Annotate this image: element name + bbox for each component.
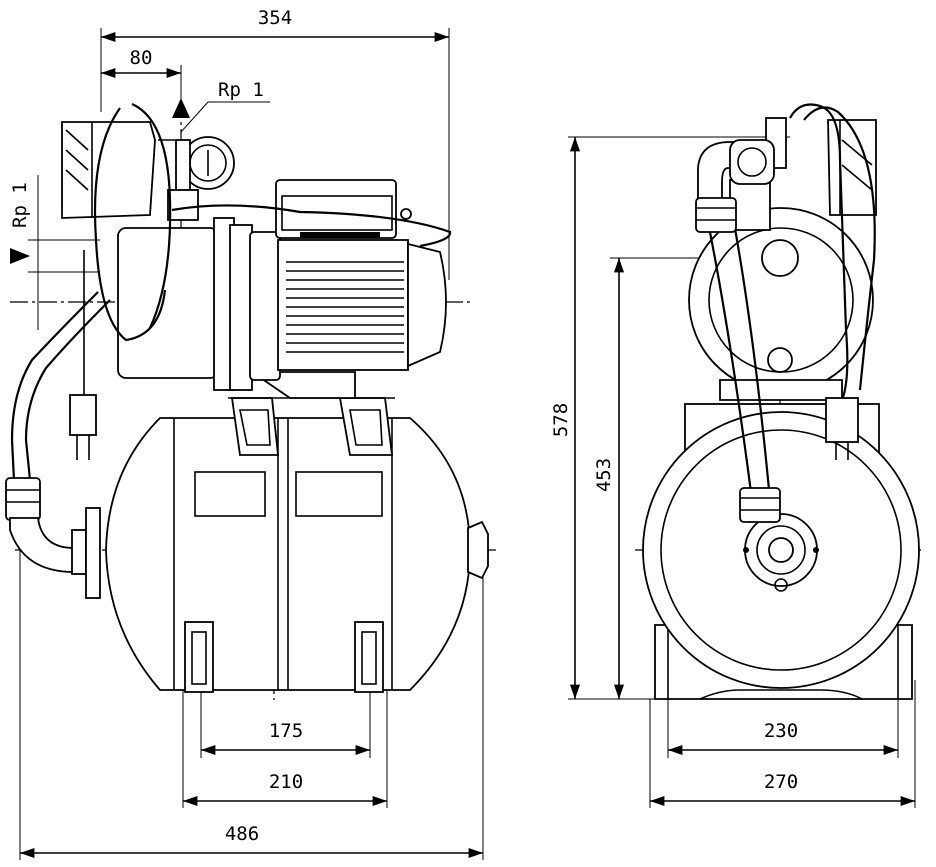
label-foot-spacing-inner: 175 (269, 720, 303, 742)
label-inlet-thread: Rp 1 (9, 182, 31, 228)
motor (249, 179, 447, 381)
label-base-width-inner: 230 (764, 720, 798, 742)
label-base-width-outer: 270 (764, 771, 798, 793)
side-view: 354 80 Rp 1 Rp 1 175 210 486 (5, 7, 496, 860)
power-plug-front (825, 397, 859, 460)
front-hose (695, 103, 876, 523)
label-overall-width-top: 354 (258, 7, 292, 29)
label-overall-height: 578 (550, 403, 572, 437)
label-suction-offset: 80 (130, 47, 153, 69)
pressure-switch (61, 121, 175, 219)
outlet-arrow-icon (172, 98, 190, 118)
tank-feet (184, 621, 384, 693)
side-hose (5, 102, 172, 599)
label-outlet-height: 453 (593, 458, 615, 492)
pump-housing (117, 217, 356, 399)
front-view: 578 453 230 270 (550, 103, 925, 808)
label-foot-spacing-outer: 210 (269, 771, 303, 793)
pressure-switch-front (765, 117, 877, 216)
pump-front (688, 179, 874, 401)
label-overall-length: 486 (225, 823, 259, 845)
inlet-arrow-icon (10, 248, 30, 264)
power-plug (69, 250, 97, 460)
label-outlet-thread: Rp 1 (218, 79, 264, 101)
pressure-gauge (167, 136, 235, 221)
